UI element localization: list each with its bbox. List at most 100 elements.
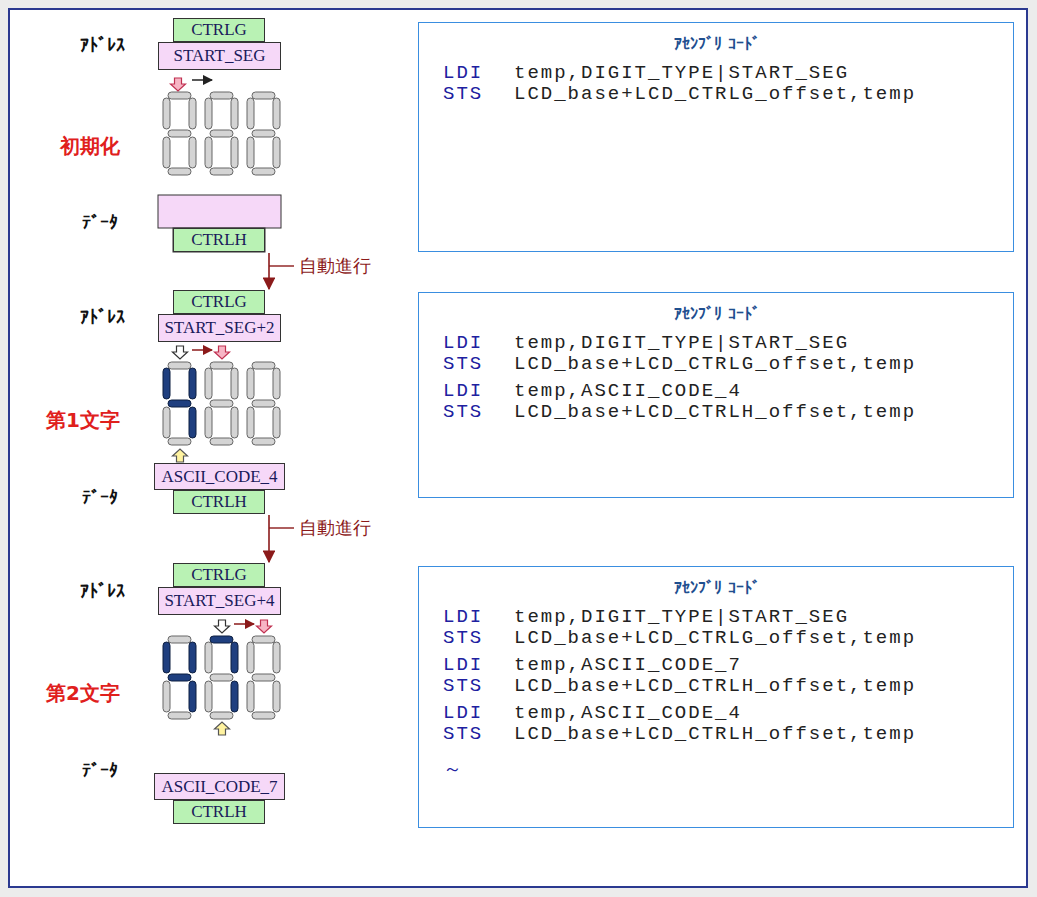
segment: [163, 98, 170, 129]
step-label: 第1文字: [46, 407, 120, 434]
segment: [210, 130, 233, 137]
operand: temp,DIGIT_TYPE|START_SEG: [514, 62, 849, 84]
mnemonic: STS: [443, 83, 483, 105]
operand: LCD_base+LCD_CTRLG_offset,temp: [514, 627, 916, 649]
register-box: CTRLH: [173, 800, 265, 824]
segment: [163, 137, 170, 168]
panel-title: ｱｾﾝﾌﾞﾘ ｺｰﾄﾞ: [674, 578, 760, 597]
segment: [168, 636, 191, 643]
segment: [210, 636, 233, 643]
segment: [252, 438, 275, 445]
box-text: START_SEG+2: [164, 318, 274, 338]
advance-arrow: [192, 79, 212, 81]
segment: [163, 368, 170, 399]
operand: LCD_base+LCD_CTRLH_offset,temp: [514, 401, 916, 423]
operand: LCD_base+LCD_CTRLG_offset,temp: [514, 353, 916, 375]
segment: [210, 168, 233, 175]
operand: temp,ASCII_CODE_7: [514, 654, 742, 676]
segment: [273, 681, 280, 712]
segment: [168, 168, 191, 175]
register-ground: [173, 228, 265, 252]
code-panel: ｱｾﾝﾌﾞﾘ ｺｰﾄﾞLDItemp,DIGIT_TYPE|START_SEGS…: [418, 292, 1014, 498]
register-box: CTRLG: [173, 290, 265, 314]
segment: [205, 642, 212, 673]
segment: [247, 642, 254, 673]
box-text: ASCII_CODE_7: [161, 777, 277, 797]
segment: [168, 400, 191, 407]
box-text: START_SEG+4: [164, 591, 274, 611]
leader-line: [269, 265, 294, 266]
segment: [231, 98, 238, 129]
segment: [205, 368, 212, 399]
segment: [163, 642, 170, 673]
mnemonic: LDI: [443, 606, 483, 628]
box-text: CTRLH: [191, 230, 247, 250]
empty-data-box: [158, 195, 281, 228]
segment: [252, 130, 275, 137]
mnemonic: LDI: [443, 332, 483, 354]
box-text: CTRLH: [191, 802, 247, 822]
mnemonic: STS: [443, 401, 483, 423]
box-text: CTRLG: [191, 292, 247, 312]
segment: [189, 681, 196, 712]
mnemonic: ～: [443, 756, 464, 782]
segment: [252, 168, 275, 175]
segment: [252, 400, 275, 407]
register-box: CTRLH: [173, 228, 265, 252]
value-box: START_SEG+4: [158, 587, 281, 615]
step-label: 初期化: [60, 133, 120, 160]
advance-connector: [268, 515, 270, 562]
data-arrow: [173, 449, 188, 462]
edge-label: 自動進行: [297, 516, 373, 540]
segment: [205, 407, 212, 438]
segment: [247, 407, 254, 438]
row-label: ｱﾄﾞﾚｽ: [80, 306, 125, 327]
row-label: ﾃﾞｰﾀ: [82, 760, 118, 781]
box-text: ASCII_CODE_4: [161, 467, 277, 487]
row-label: ｱﾄﾞﾚｽ: [80, 34, 125, 55]
segment: [273, 98, 280, 129]
segment: [231, 368, 238, 399]
operand: LCD_base+LCD_CTRLH_offset,temp: [514, 675, 916, 697]
segment: [210, 92, 233, 99]
segment: [252, 636, 275, 643]
pointer-arrow: [257, 620, 272, 633]
segment: [189, 407, 196, 438]
segment: [252, 362, 275, 369]
advance-arrow: [234, 623, 254, 625]
box-text: CTRLG: [191, 20, 247, 40]
register-box: CTRLG: [173, 563, 265, 587]
pointer-arrow: [173, 346, 188, 359]
row-label: ｱﾄﾞﾚｽ: [80, 580, 125, 601]
box-text: START_SEG: [173, 46, 265, 66]
code-panel: ｱｾﾝﾌﾞﾘ ｺｰﾄﾞ LDI temp,DIGIT_TYPE|START_SEG S…: [418, 566, 1014, 828]
segment: [163, 681, 170, 712]
operand: temp,DIGIT_TYPE|START_SEG: [514, 606, 849, 628]
register-box: CTRLG: [173, 18, 265, 42]
segment: [168, 438, 191, 445]
segment: [247, 681, 254, 712]
segment: [163, 407, 170, 438]
data-arrow: [215, 722, 230, 735]
segment: [247, 137, 254, 168]
box-text: CTRLG: [191, 565, 247, 585]
segment: [252, 674, 275, 681]
pointer-arrow: [171, 78, 186, 91]
segment: [168, 674, 191, 681]
row-label: ﾃﾞｰﾀ: [82, 487, 118, 508]
value-box: START_SEG+2: [158, 314, 281, 342]
code-panel: ｱｾﾝﾌﾞﾘ ｺｰﾄﾞLDItemp,DIGIT_TYPE|START_SEGS…: [418, 22, 1014, 252]
segment: [252, 712, 275, 719]
segment: [231, 642, 238, 673]
advance-connector: [268, 253, 270, 289]
segment: [273, 642, 280, 673]
operand: LCD_base+LCD_CTRLG_offset,temp: [514, 83, 916, 105]
value-box: START_SEG: [158, 42, 281, 70]
segment: [189, 368, 196, 399]
value-box: ASCII_CODE_4: [154, 463, 284, 490]
mnemonic: STS: [443, 723, 483, 745]
segment: [210, 674, 233, 681]
segment: [273, 407, 280, 438]
seven-segment-digits: [163, 92, 280, 719]
segment: [231, 137, 238, 168]
